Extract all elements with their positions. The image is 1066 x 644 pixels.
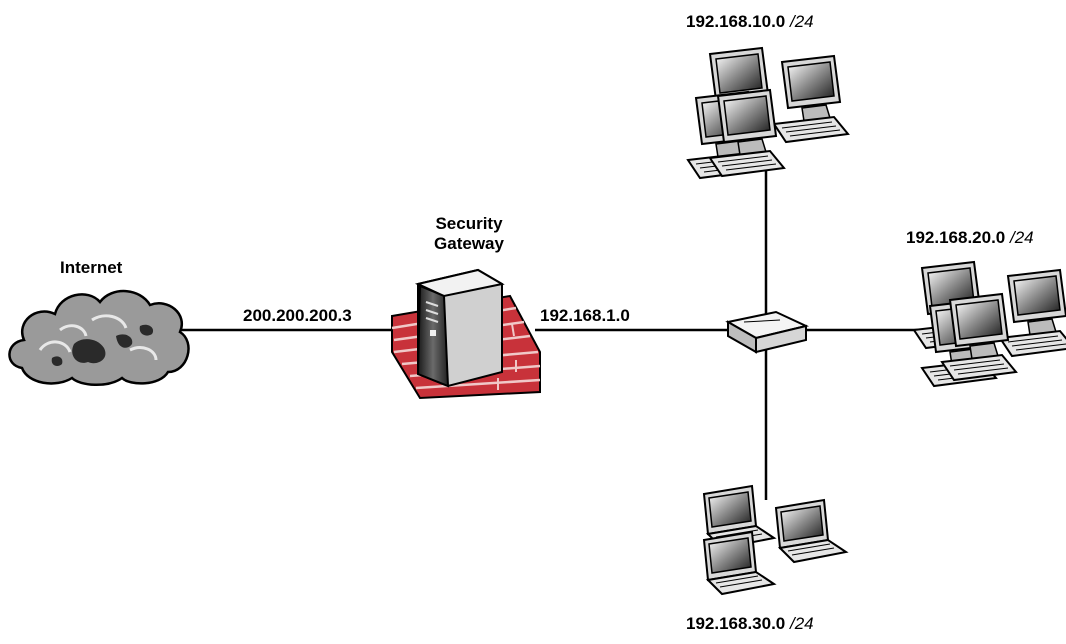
firewall-server-icon	[391, 268, 541, 400]
laptop-computers-icon-subnet-30	[703, 485, 847, 595]
wan-address-label: 200.200.200.3	[243, 306, 352, 325]
internet-label: Internet	[60, 258, 123, 277]
cloud-icon	[8, 289, 190, 386]
lan-address-label: 192.168.1.0	[540, 306, 630, 325]
subnet-30-mask: /24	[790, 614, 814, 633]
network-switch-icon	[725, 310, 810, 354]
gateway-label-line1: Security	[435, 214, 503, 233]
subnet-20-label: 192.168.20.0 /24	[906, 228, 1034, 248]
subnet-10-mask: /24	[790, 12, 814, 31]
subnet-20-mask: /24	[1010, 228, 1034, 247]
gateway-label: Security Gateway	[414, 214, 524, 255]
subnet-20-network: 192.168.20.0	[906, 228, 1006, 247]
subnet-10-label: 192.168.10.0 /24	[686, 12, 814, 32]
gateway-label-line2: Gateway	[434, 234, 504, 254]
subnet-30-network: 192.168.30.0	[686, 614, 786, 633]
desktop-computers-icon-subnet-20	[913, 261, 1066, 387]
subnet-30-label: 192.168.30.0 /24	[686, 614, 814, 634]
desktop-computers-icon-subnet-10	[687, 47, 849, 179]
subnet-10-network: 192.168.10.0	[686, 12, 786, 31]
